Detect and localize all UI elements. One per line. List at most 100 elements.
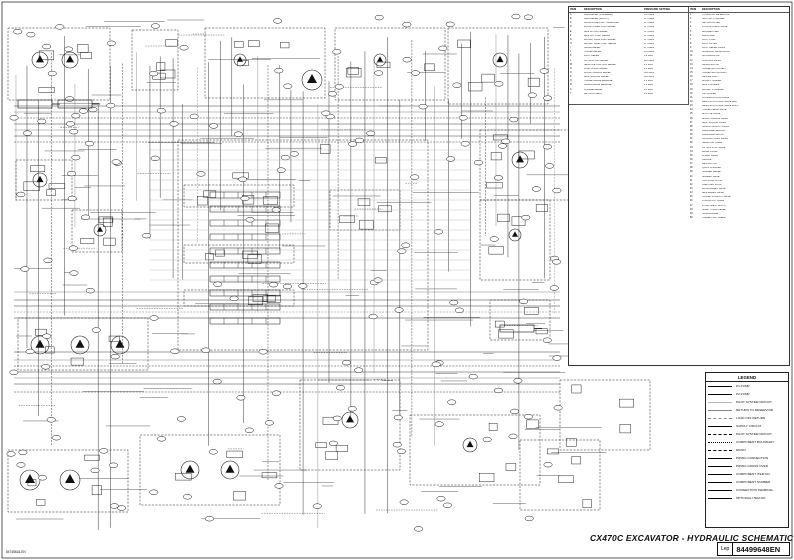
valve-symbol <box>35 328 47 336</box>
item-number-oval <box>42 333 52 339</box>
component-boundary <box>71 209 123 253</box>
valve-symbol <box>84 454 100 461</box>
item-number-oval <box>411 70 420 76</box>
valve-symbol <box>70 357 84 366</box>
valve-symbol <box>481 73 495 83</box>
pump-motor-symbol <box>110 335 130 355</box>
drawing-title: CX470C EXCAVATOR - HYDRAULIC SCHEMATIC <box>590 533 794 543</box>
valve-symbol <box>478 473 495 483</box>
item-number-oval <box>41 364 51 370</box>
valve-symbol <box>165 39 178 47</box>
valve-symbol <box>102 217 113 227</box>
item-number-oval <box>67 170 77 177</box>
item-number-oval <box>110 353 120 360</box>
item-number-oval <box>156 108 166 114</box>
item-number-oval <box>321 110 331 116</box>
legend-line-swatch <box>708 449 732 451</box>
item-number-oval <box>52 435 61 441</box>
item-number-oval <box>274 483 284 489</box>
item-number-oval <box>43 257 53 263</box>
item-number-oval <box>111 159 121 165</box>
item-number-oval <box>397 448 406 455</box>
legend-row: PILOT SYSTEM CIRCUIT <box>706 398 788 406</box>
item-number-oval <box>342 359 351 366</box>
valve-symbol <box>498 329 514 339</box>
valve-symbol <box>252 294 269 302</box>
pump-motor-symbol <box>30 335 50 355</box>
item-number-oval <box>392 442 402 448</box>
item-number-oval <box>273 18 283 24</box>
flow-direction-triangle <box>25 474 35 483</box>
flow-direction-triangle <box>65 474 75 483</box>
item-number-oval <box>402 21 412 28</box>
legend-line-swatch <box>708 441 732 443</box>
item-number-oval <box>445 21 455 27</box>
component-boundary <box>183 184 295 208</box>
valve-symbol <box>347 67 359 75</box>
valve-symbol <box>566 438 577 447</box>
item-number-oval <box>401 242 411 248</box>
item-number-oval <box>106 40 116 46</box>
component-boundary <box>479 199 551 281</box>
item-number-oval <box>332 415 342 422</box>
item-number-oval <box>482 436 492 443</box>
pump-motor-symbol <box>508 228 522 242</box>
component-boundary <box>204 27 326 99</box>
valve-symbol <box>518 150 535 160</box>
item-number-oval <box>543 462 553 468</box>
component-boundary <box>17 317 149 371</box>
document-reference: 84745618-EN <box>6 550 26 554</box>
item-number-oval <box>244 427 254 433</box>
item-number-oval <box>149 315 159 321</box>
valve-symbol <box>242 250 258 259</box>
item-number-oval <box>258 349 268 355</box>
flow-direction-triangle <box>185 464 195 473</box>
item-number-oval <box>393 414 403 421</box>
item-number-oval <box>205 516 214 522</box>
valve-symbol <box>357 198 371 206</box>
valve-symbol <box>558 475 574 483</box>
valve-symbol <box>262 295 276 302</box>
item-number-oval <box>149 489 159 495</box>
item-number-oval <box>510 408 520 415</box>
legend-line-swatch <box>708 385 732 387</box>
item-number-oval <box>209 123 219 129</box>
legend-row: PIPING CROSS OVER <box>706 462 788 470</box>
item-number-oval <box>65 121 75 127</box>
item-number-oval <box>436 496 446 502</box>
valve-symbol <box>320 144 331 154</box>
pump-motor-symbol <box>32 172 48 188</box>
item-number-oval <box>269 282 278 288</box>
component-boundary <box>183 244 295 264</box>
item-number-oval <box>26 31 36 38</box>
valve-symbol <box>38 50 55 61</box>
pump-motor-symbol <box>492 52 508 68</box>
